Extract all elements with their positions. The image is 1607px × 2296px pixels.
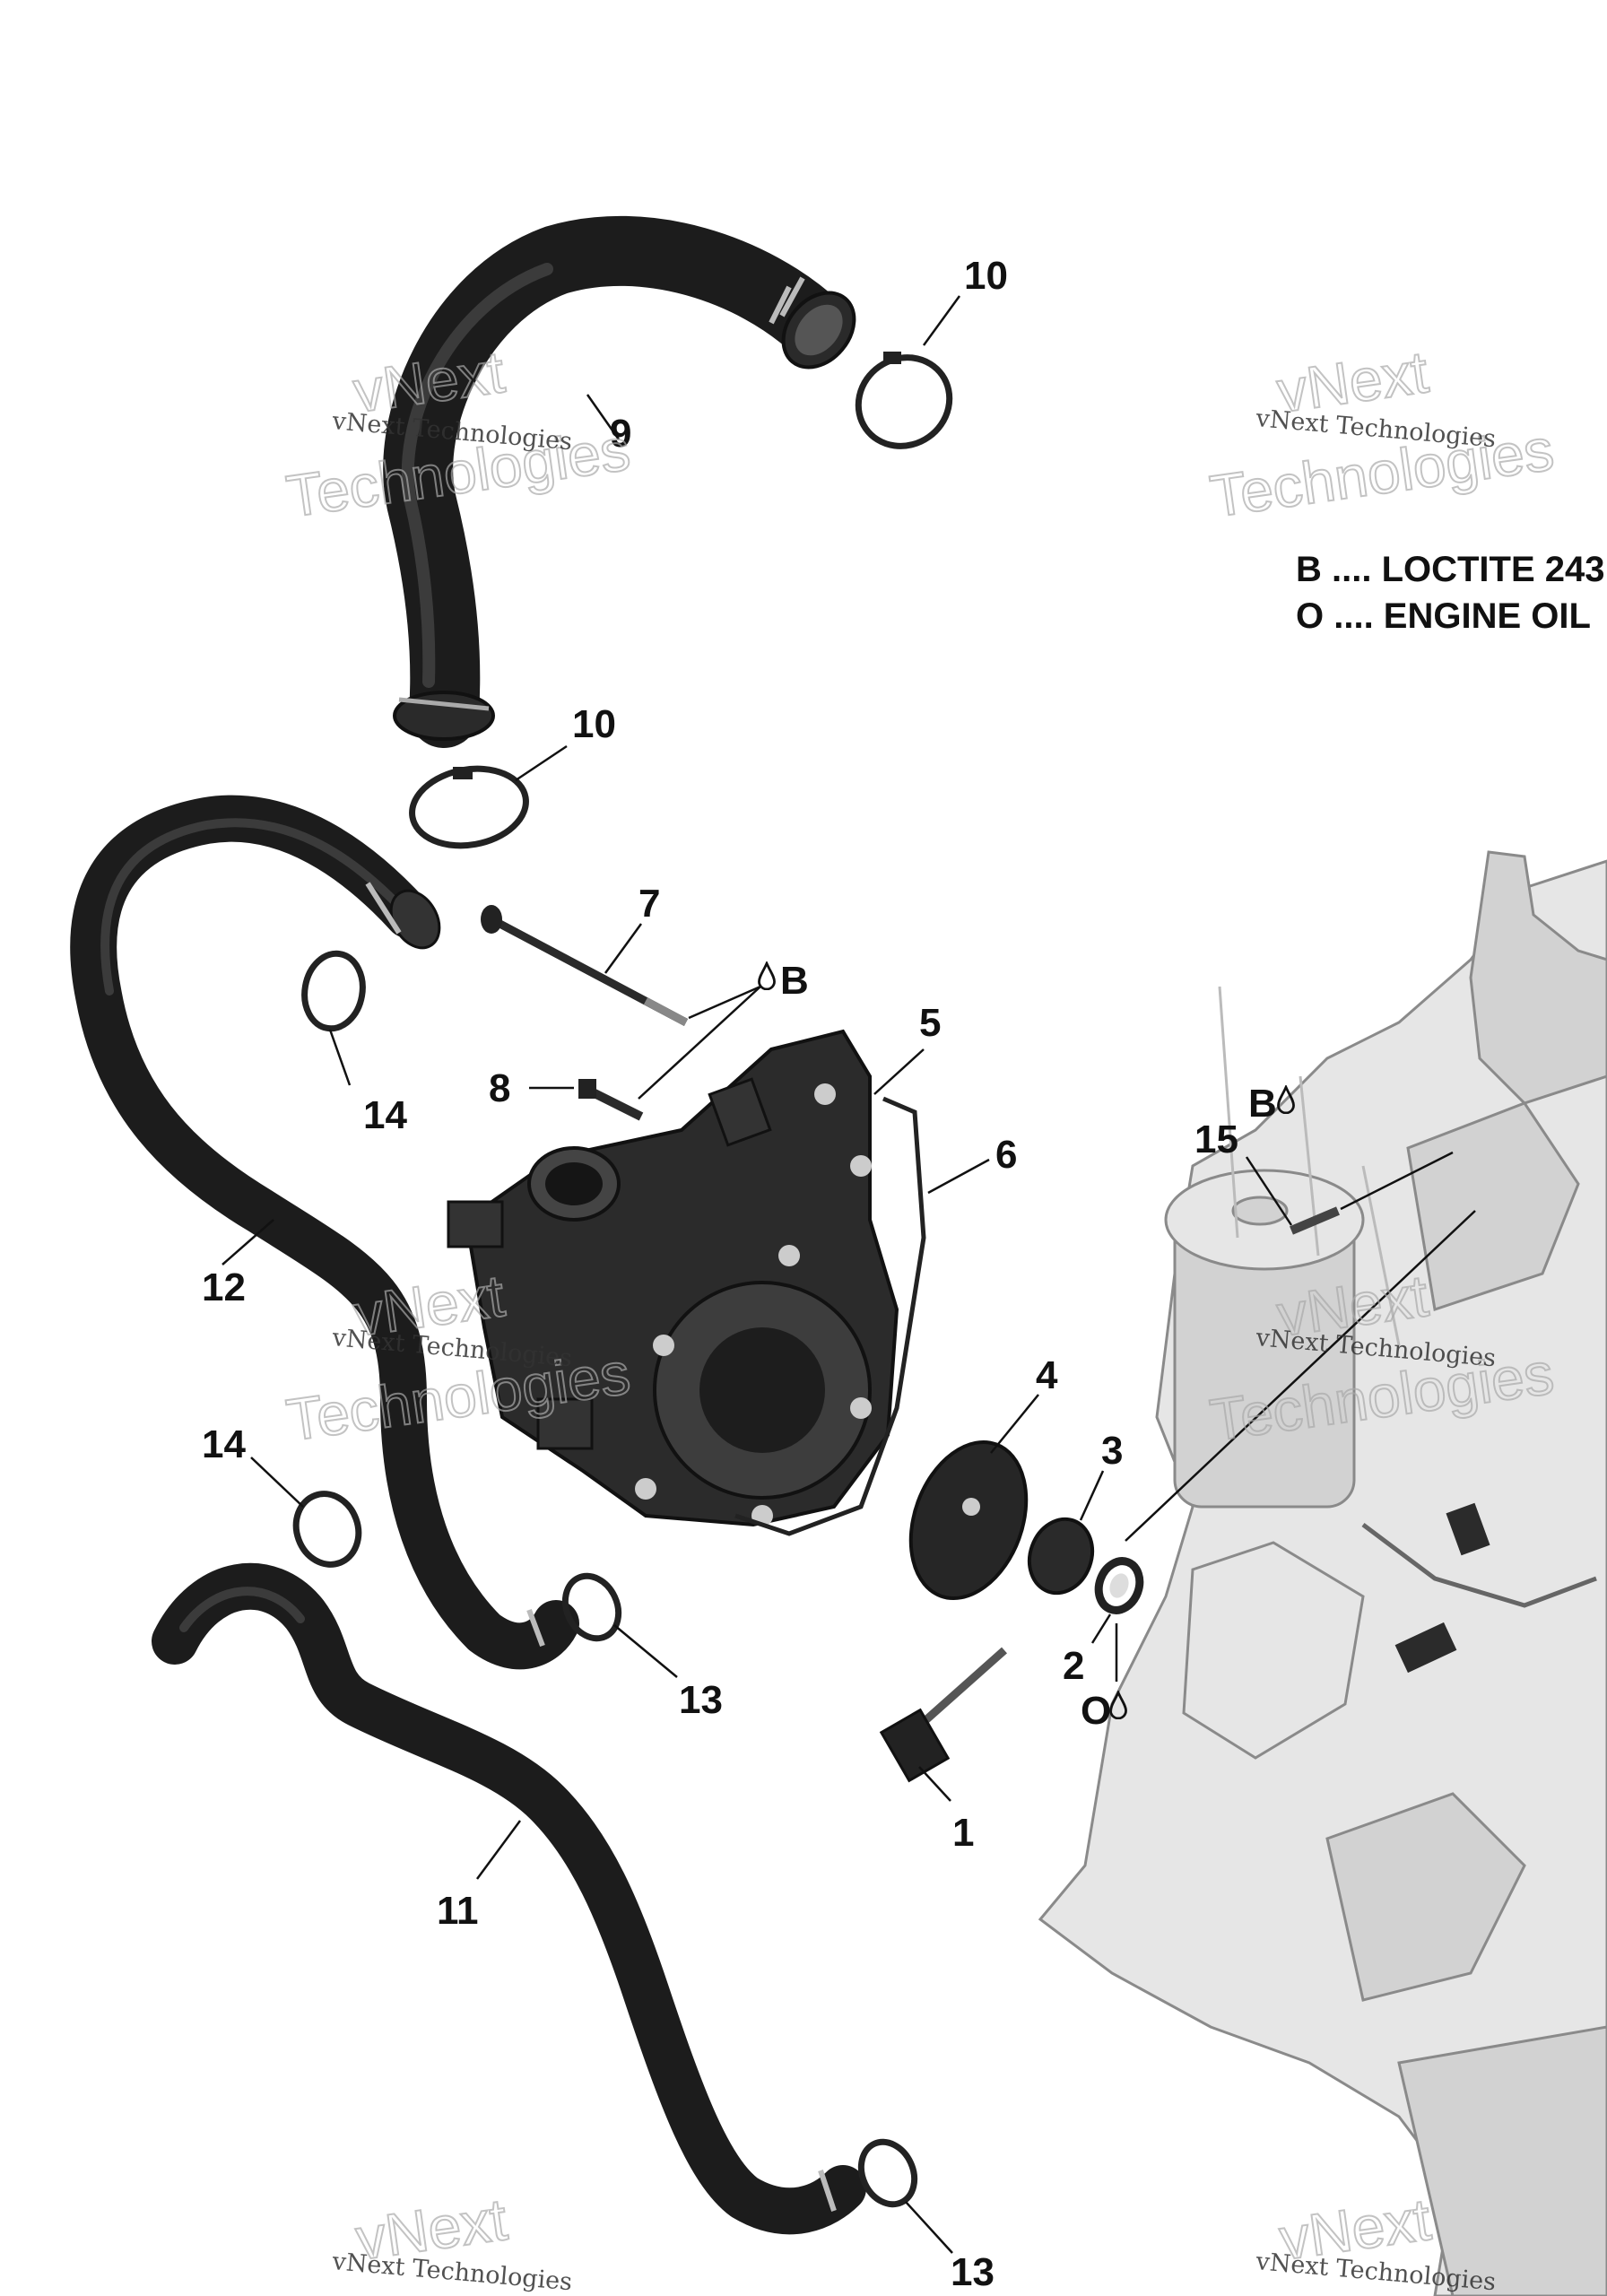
leader-lines	[222, 295, 1476, 2254]
callout-11: 11	[437, 1889, 479, 1933]
callout-14-upper: 14	[363, 1093, 407, 1137]
callout-labels: 1 2 3 4 5 6 7 8 9 10 10 11 12 13 13 14 1…	[202, 254, 1238, 2294]
callout-10-lower: 10	[572, 702, 616, 746]
callout-12: 12	[202, 1265, 246, 1309]
callout-1: 1	[952, 1811, 974, 1855]
legend-engine-oil: O .... ENGINE OIL	[1296, 596, 1591, 636]
bolt-7	[481, 905, 689, 1026]
water-pump-housing	[447, 1029, 899, 1527]
clamp-10-lower	[409, 765, 529, 849]
stud-15	[1290, 1206, 1340, 1235]
clamp-13-upper	[561, 1572, 622, 1642]
callout-6: 6	[995, 1133, 1017, 1177]
callout-9: 9	[610, 412, 631, 456]
engine-block	[1038, 850, 1607, 2296]
callout-2: 2	[1063, 1644, 1084, 1688]
marker-o-oring: O	[1081, 1689, 1111, 1733]
callout-14-lower: 14	[202, 1422, 246, 1466]
callout-4: 4	[1036, 1353, 1058, 1397]
clamp-14-lower	[292, 1491, 362, 1568]
hose-12	[70, 795, 579, 1670]
callout-8: 8	[489, 1066, 510, 1110]
seal-3	[1027, 1517, 1095, 1596]
callout-5: 5	[919, 1001, 941, 1045]
clamp-10-upper	[855, 352, 953, 449]
clamp-13-lower	[857, 2138, 918, 2208]
o-ring-2	[1094, 1557, 1144, 1614]
hose-9	[383, 215, 856, 748]
legend: B .... LOCTITE 243 O .... ENGINE OIL	[1296, 550, 1605, 636]
legend-loctite: B .... LOCTITE 243	[1296, 550, 1605, 589]
drop-icon	[758, 961, 776, 990]
callout-15: 15	[1194, 1118, 1238, 1161]
hose-11	[152, 1562, 866, 2235]
callout-3: 3	[1101, 1429, 1123, 1473]
callout-13-lower: 13	[951, 2250, 995, 2294]
callout-10-upper: 10	[964, 254, 1008, 298]
product-markers: B B O	[758, 959, 1295, 1733]
sensor-1	[879, 1647, 1007, 1783]
marker-b-pump: B	[780, 959, 809, 1003]
bolt-8	[578, 1079, 644, 1121]
impeller-4	[908, 1439, 1029, 1601]
clamp-14-upper	[301, 950, 366, 1032]
callout-13-upper: 13	[679, 1678, 723, 1722]
callout-7: 7	[638, 882, 660, 926]
marker-b-stud: B	[1248, 1082, 1277, 1126]
gasket-6	[734, 1096, 926, 1536]
